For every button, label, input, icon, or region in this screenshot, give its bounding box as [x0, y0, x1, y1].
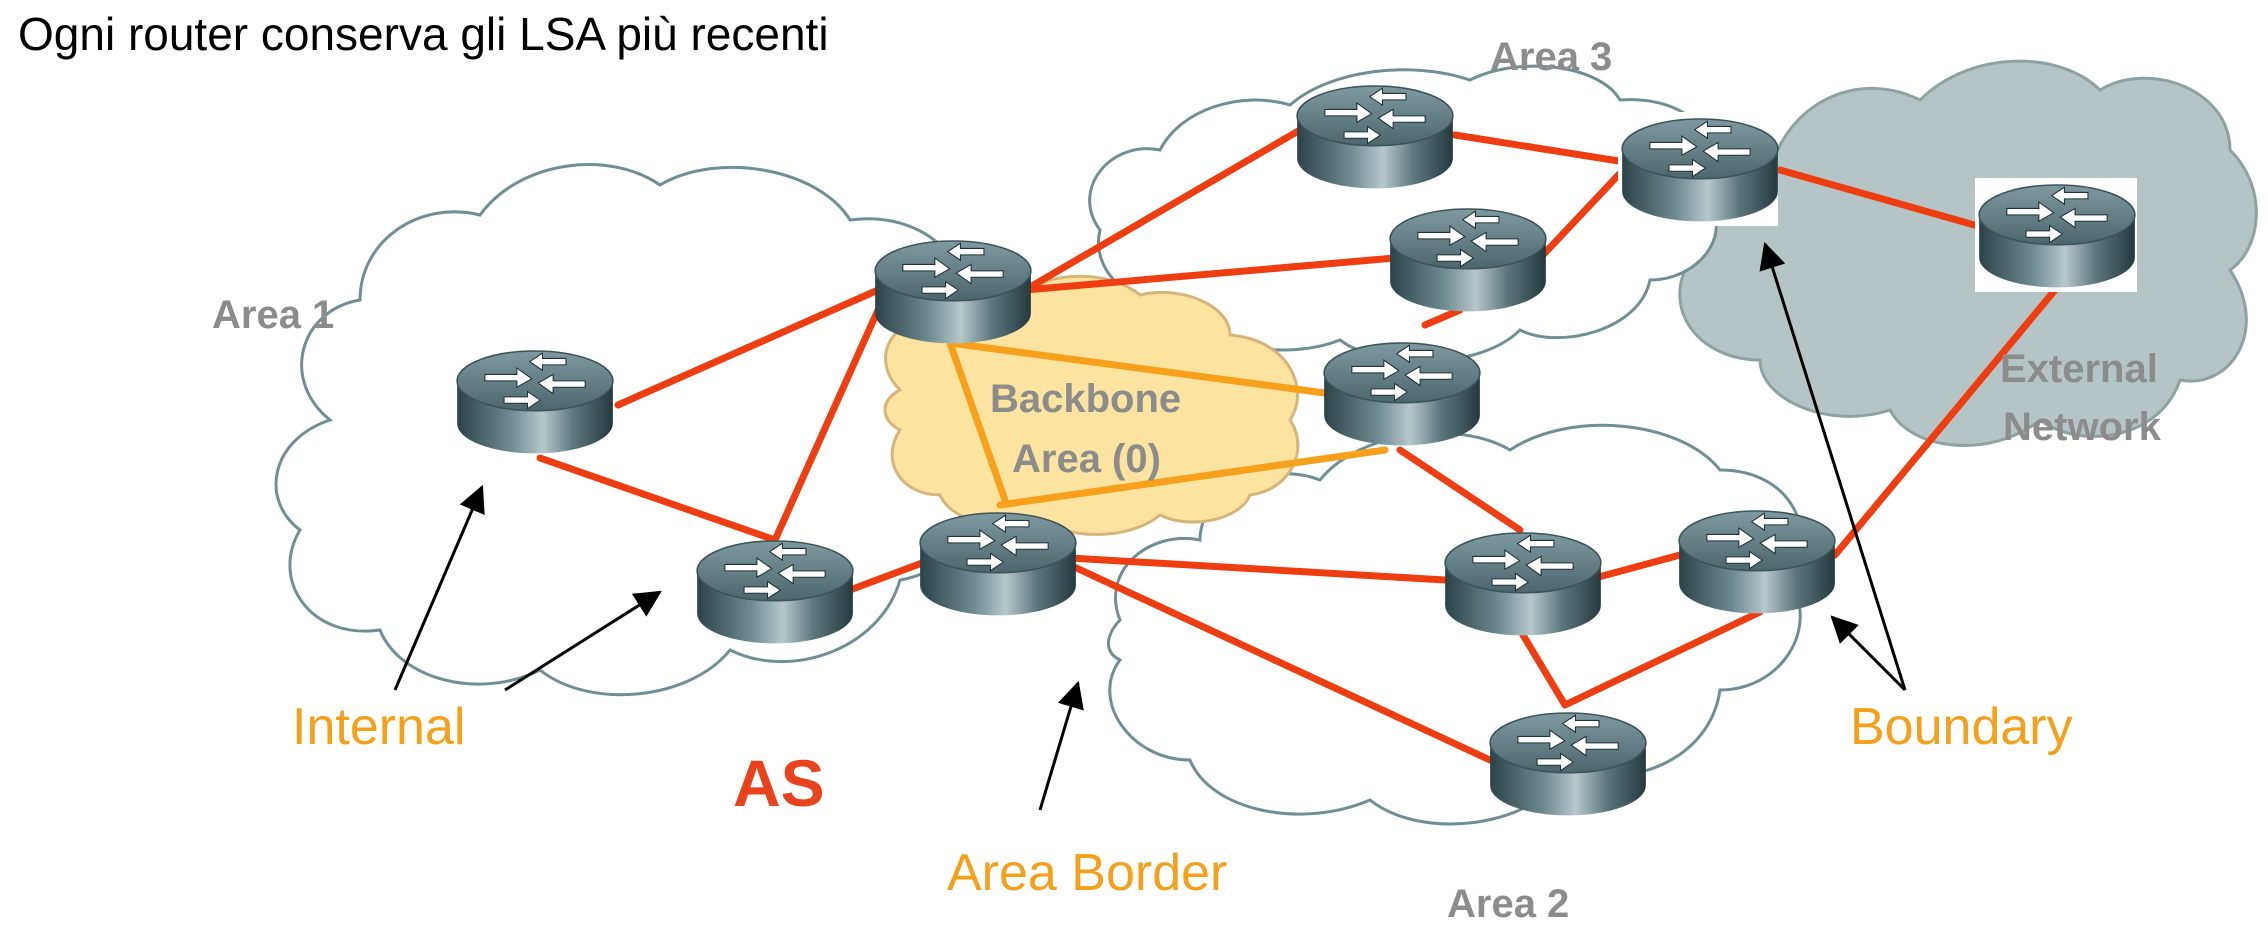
pointer-arrow — [1038, 680, 1084, 811]
area-1-cloud — [274, 163, 995, 697]
link — [1591, 551, 1684, 582]
router-icon[interactable] — [1621, 118, 1779, 223]
link — [1396, 446, 1524, 534]
as-label: AS — [733, 746, 825, 820]
network-links — [536, 126, 2059, 764]
router-icon[interactable] — [1323, 342, 1481, 447]
link — [536, 454, 779, 544]
router-icon[interactable] — [1978, 184, 2136, 289]
backbone-label-line1: Backbone — [990, 377, 1181, 421]
slide-title: Ogni router conserva gli LSA più recenti — [18, 8, 829, 60]
backbone-link — [946, 339, 1344, 399]
router-icon[interactable] — [874, 240, 1032, 345]
link — [771, 306, 882, 544]
link — [1561, 608, 1764, 709]
link — [1066, 561, 1494, 764]
router-icon[interactable] — [1489, 712, 1647, 817]
link — [1021, 126, 1304, 294]
link — [614, 286, 882, 409]
pointer-arrow — [393, 484, 485, 691]
boundary-label: Boundary — [1850, 698, 2073, 756]
link — [1421, 306, 1464, 329]
router-icon[interactable] — [1678, 510, 1836, 615]
router-icon[interactable] — [919, 512, 1077, 617]
area-2-label: Area 2 — [1447, 882, 1569, 926]
link — [1776, 166, 1989, 232]
backbone-link — [946, 339, 1009, 504]
routers — [456, 85, 2137, 817]
pointer-arrow — [1759, 241, 1907, 691]
area-3-label: Area 3 — [1490, 35, 1612, 79]
router-icon[interactable] — [1296, 85, 1454, 190]
link — [1516, 626, 1569, 709]
router-icon[interactable] — [456, 350, 614, 455]
external-network-cloud — [1674, 59, 2258, 447]
backbone-links — [946, 339, 1389, 509]
link — [1066, 554, 1449, 584]
link — [1451, 131, 1629, 166]
pointer-arrow — [1830, 615, 1907, 692]
area-border-label: Area Border — [947, 844, 1227, 902]
pointer-arrow — [504, 590, 662, 692]
backbone-link — [996, 446, 1389, 509]
router-icon[interactable] — [1444, 532, 1602, 637]
internal-label: Internal — [292, 698, 465, 756]
external-label-line1: External — [2000, 347, 2158, 391]
area-1-label: Area 1 — [212, 293, 334, 337]
backbone-label-line2: Area (0) — [1012, 437, 1161, 481]
link — [1021, 254, 1399, 294]
router-icon[interactable] — [696, 540, 854, 645]
link — [1539, 164, 1629, 259]
external-label-line2: Network — [2003, 405, 2162, 449]
router-icon[interactable] — [1389, 208, 1547, 313]
link — [1831, 286, 2059, 559]
pointer-arrows — [393, 241, 1907, 811]
link — [846, 556, 934, 594]
